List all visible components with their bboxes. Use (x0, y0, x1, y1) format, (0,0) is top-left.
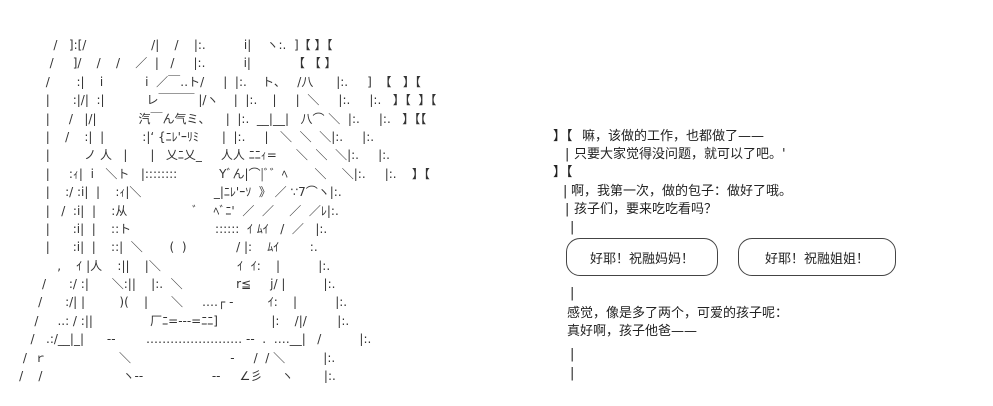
dialogue-line-2-bar: | (565, 147, 570, 162)
dialogue-line-1: 嘛，该做的工作，也都做了—— (582, 129, 765, 144)
art-line: / ..: / :|| 厂ﾆ=‐‐‐=ﾆﾆ] |: /|/ |:. (0, 313, 350, 328)
art-line: | :/ :i| | :ｨ|＼ _|ﾆﾚ'ｰｿ 》 ／ ∵7⌒ヽ|:. (0, 185, 342, 200)
dialogue-line-4-bar: | (565, 202, 570, 217)
art-line: / :| i i ／￣‥ト/ | |:. ト、 /八 |:. ] 【 】【 (0, 74, 421, 89)
art-line: | / |/| 汽￣ん气ミ、 | |:. __|__| 八⌒ ＼ |:. |:.… (0, 111, 427, 126)
bracket-mark: 】【 (553, 129, 573, 144)
art-line: | / :| | :|‘ {ﾆﾚ'ｰﾘﾐ | |:. | ＼ ＼ ＼|:. |:… (0, 129, 390, 144)
art-line: / .:/__|_| ‐‐ ‥‥‥‥‥‥‥‥‥‥‥‥ ‐‐ . ‥‥__| / … (0, 332, 372, 347)
art-line: / ]/ / / ／ | / |:. i| 【 【 】 (0, 56, 337, 71)
speech-bubble-right: 好耶！祝融姐姐！ (738, 238, 896, 276)
dialogue-line-3-bar: | (563, 184, 568, 199)
vertical-bar: | (570, 366, 575, 381)
art-line: | :i| | ::ト :::::: ｲ ﾑｲ / ／ |:. (0, 221, 328, 236)
art-line: | :|/| :| レ￣￣￣ |/ヽ | |:. | | ＼ |:. |:. 】… (0, 93, 437, 108)
art-line: / ｒ ＼ ‐ / / ＼ |:. (0, 350, 336, 365)
dialogue-line-5: 感觉，像是多了两个，可爱的孩子呢： (567, 306, 789, 321)
art-line: / :/ :| ＼:|| |:. ＼ r≦ j/ | |:. (0, 277, 336, 292)
vertical-bar: | (570, 220, 575, 235)
vertical-bar: | (570, 347, 575, 362)
dialogue-line-3: 啊，我第一次，做的包子：做好了哦。 (571, 184, 793, 199)
art-line: / ]:[/ /| / |:. i| ヽ:. ]【 】【 (0, 38, 333, 52)
dialogue-line-6: 真好啊，孩子他爸—— (567, 324, 698, 339)
dialogue-line-2: 只要大家觉得没问题，就可以了吧。' (574, 147, 786, 162)
speech-bubble-left: 好耶！祝融妈妈！ (566, 238, 718, 276)
bracket-mark: 】【 (553, 165, 573, 180)
art-line: / :/| | )( | ＼ ‥‥┌ - ｲ: | |:. (0, 295, 348, 310)
ascii-art: / ]:[/ /| / |:. i| ヽ:. ]【 】【 / ]/ / / ／ … (0, 36, 436, 385)
bubble-right-text: 好耶！祝融姐姐！ (764, 251, 869, 267)
art-line: | ノ 人 | | 乂ﾆ乂_ 人人 ﾆﾆｨ= ＼ ＼ ＼|:. |:. (0, 148, 406, 163)
art-line: , ｲ |人 :|| |＼ ｲ ｲ: | |:. (0, 258, 331, 273)
bubble-left-text: 好耶！祝融妈妈！ (589, 251, 694, 267)
dialogue-line-4: 孩子们，要来吃吃看吗？ (574, 202, 718, 217)
vertical-bar: | (570, 286, 575, 301)
art-line: | :ｨ| i ＼ト |:::::::: Yﾞん|⌒|ﾞ゛ﾍ ＼ ＼|:. |:… (0, 166, 430, 181)
art-line: | :i| | ::| ＼ ( ) / |: ﾑｲ :. (0, 240, 318, 255)
art-line: | / :i| | :从 ﾞ ﾍﾞﾆ' ／ ／ ／ ／ﾚ|:. (0, 203, 339, 218)
art-line: / / ヽ‐‐ ‐‐ ∠彡 ヽ |:. (0, 369, 336, 384)
